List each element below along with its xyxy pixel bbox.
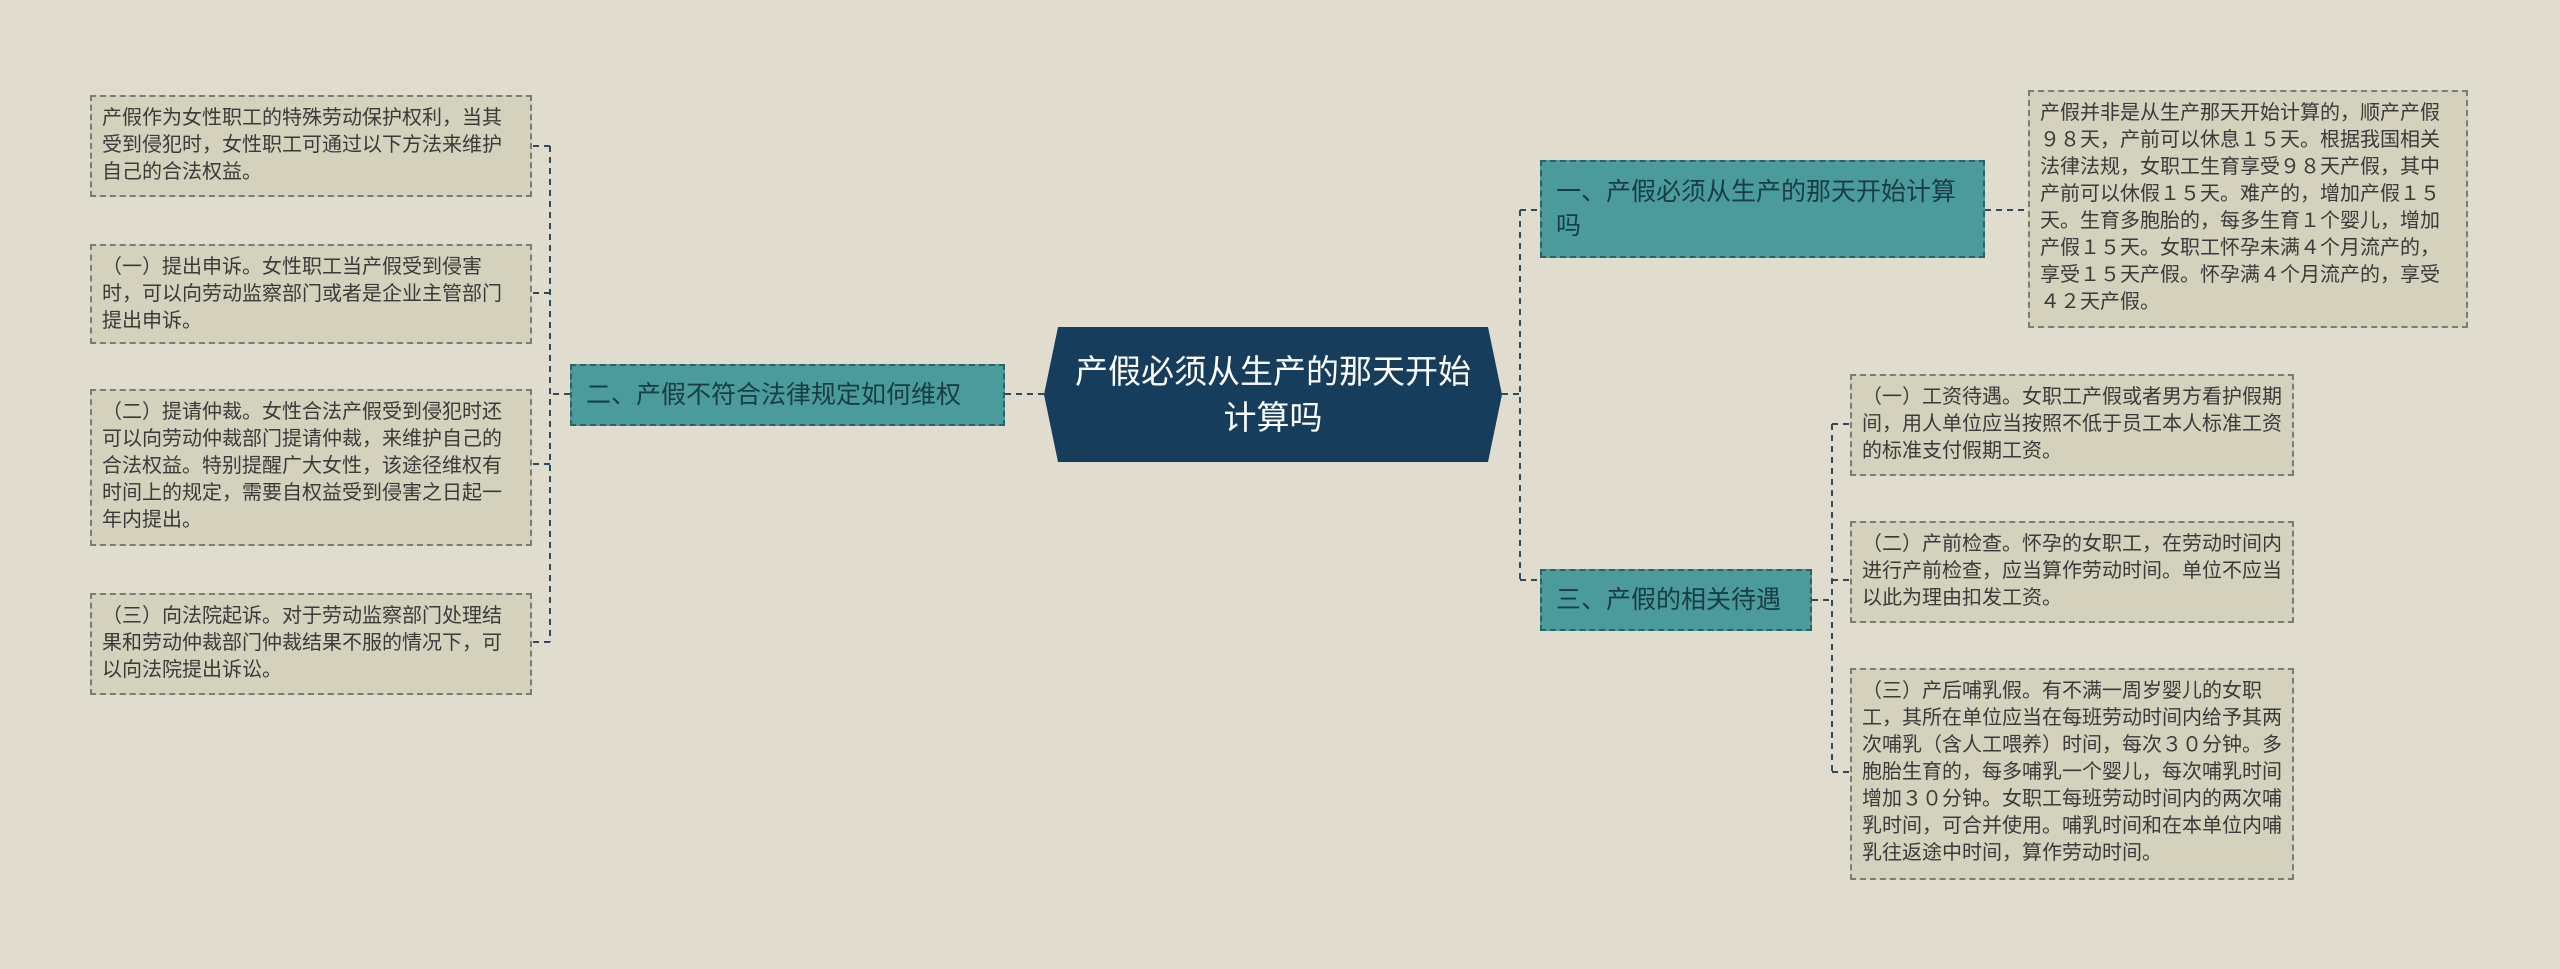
leaf-node-b3-2[interactable]: （二）产前检查。怀孕的女职工，在劳动时间内进行产前检查，应当算作劳动时间。单位不… <box>1850 521 2294 623</box>
branch-2-label: 二、产假不符合法律规定如何维权 <box>586 380 962 409</box>
leaf-b2-3-text: （二）提请仲裁。女性合法产假受到侵犯时还可以向劳动仲裁部门提请仲裁，来维护自己的… <box>102 399 502 531</box>
leaf-b2-2-text: （一）提出申诉。女性职工当产假受到侵害时，可以向劳动监察部门或者是企业主管部门提… <box>102 254 502 332</box>
leaf-b3-3-text: （三）产后哺乳假。有不满一周岁婴儿的女职工，其所在单位应当在每班劳动时间内给予其… <box>1862 678 2282 864</box>
leaf-node-b2-2[interactable]: （一）提出申诉。女性职工当产假受到侵害时，可以向劳动监察部门或者是企业主管部门提… <box>90 244 532 344</box>
central-topic[interactable]: 产假必须从生产的那天开始计算吗 <box>1044 327 1502 462</box>
central-topic-label: 产假必须从生产的那天开始计算吗 <box>1075 351 1471 437</box>
leaf-node-b3-3[interactable]: （三）产后哺乳假。有不满一周岁婴儿的女职工，其所在单位应当在每班劳动时间内给予其… <box>1850 668 2294 880</box>
leaf-b3-2-text: （二）产前检查。怀孕的女职工，在劳动时间内进行产前检查，应当算作劳动时间。单位不… <box>1862 531 2282 609</box>
leaf-b3-1-text: （一）工资待遇。女职工产假或者男方看护假期间，用人单位应当按照不低于员工本人标准… <box>1862 384 2282 462</box>
leaf-b1-1-text: 产假并非是从生产那天开始计算的，顺产产假９８天，产前可以休息１５天。根据我国相关… <box>2040 100 2440 313</box>
branch-node-2[interactable]: 二、产假不符合法律规定如何维权 <box>570 364 1005 426</box>
link-center-b1 <box>1502 209 1540 581</box>
leaf-node-b2-3[interactable]: （二）提请仲裁。女性合法产假受到侵犯时还可以向劳动仲裁部门提请仲裁，来维护自己的… <box>90 389 532 546</box>
link-b2-leaves <box>532 145 570 643</box>
leaf-node-b2-4[interactable]: （三）向法院起诉。对于劳动监察部门处理结果和劳动仲裁部门仲裁结果不服的情况下，可… <box>90 593 532 695</box>
leaf-node-b3-1[interactable]: （一）工资待遇。女职工产假或者男方看护假期间，用人单位应当按照不低于员工本人标准… <box>1850 374 2294 476</box>
leaf-node-b1-1[interactable]: 产假并非是从生产那天开始计算的，顺产产假９８天，产前可以休息１５天。根据我国相关… <box>2028 90 2468 328</box>
branch-node-3[interactable]: 三、产假的相关待遇 <box>1540 569 1812 631</box>
leaf-b2-4-text: （三）向法院起诉。对于劳动监察部门处理结果和劳动仲裁部门仲裁结果不服的情况下，可… <box>102 603 502 681</box>
leaf-b2-1-text: 产假作为女性职工的特殊劳动保护权利，当其受到侵犯时，女性职工可通过以下方法来维护… <box>102 105 502 183</box>
leaf-node-b2-1[interactable]: 产假作为女性职工的特殊劳动保护权利，当其受到侵犯时，女性职工可通过以下方法来维护… <box>90 95 532 197</box>
link-b3-leaves <box>1812 423 1850 773</box>
branch-1-label: 一、产假必须从生产的那天开始计算吗 <box>1556 177 1957 240</box>
branch-3-label: 三、产假的相关待遇 <box>1556 585 1782 614</box>
branch-node-1[interactable]: 一、产假必须从生产的那天开始计算吗 <box>1540 160 1985 258</box>
